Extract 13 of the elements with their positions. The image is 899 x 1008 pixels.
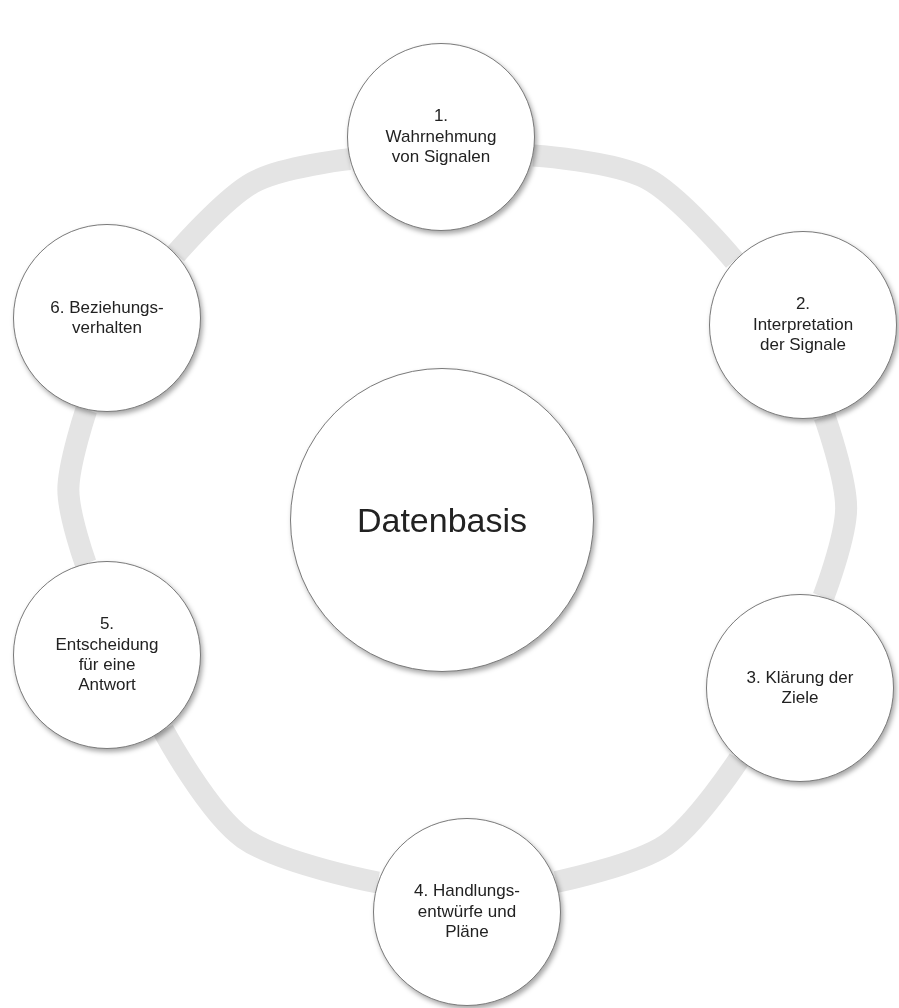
ring-connector <box>532 144 743 268</box>
node-label: 3. Klärung der Ziele <box>745 667 855 709</box>
ring-connector <box>813 412 858 601</box>
node-label: 4. Handlungs- entwürfe und Pläne <box>413 881 521 943</box>
node-label: 1. Wahrnehmung von Signalen <box>385 106 497 168</box>
ring-connector <box>167 148 351 262</box>
ring-connector <box>553 753 749 893</box>
node-label: 2. Interpretation der Signale <box>751 294 855 356</box>
node-label: 6. Beziehungs- verhalten <box>49 297 165 339</box>
node-label: Datenbasis <box>355 499 529 541</box>
ring-connector <box>153 725 380 894</box>
ring-connector <box>57 406 97 568</box>
node-label: 5. Entscheidung für eine Antwort <box>54 614 160 696</box>
